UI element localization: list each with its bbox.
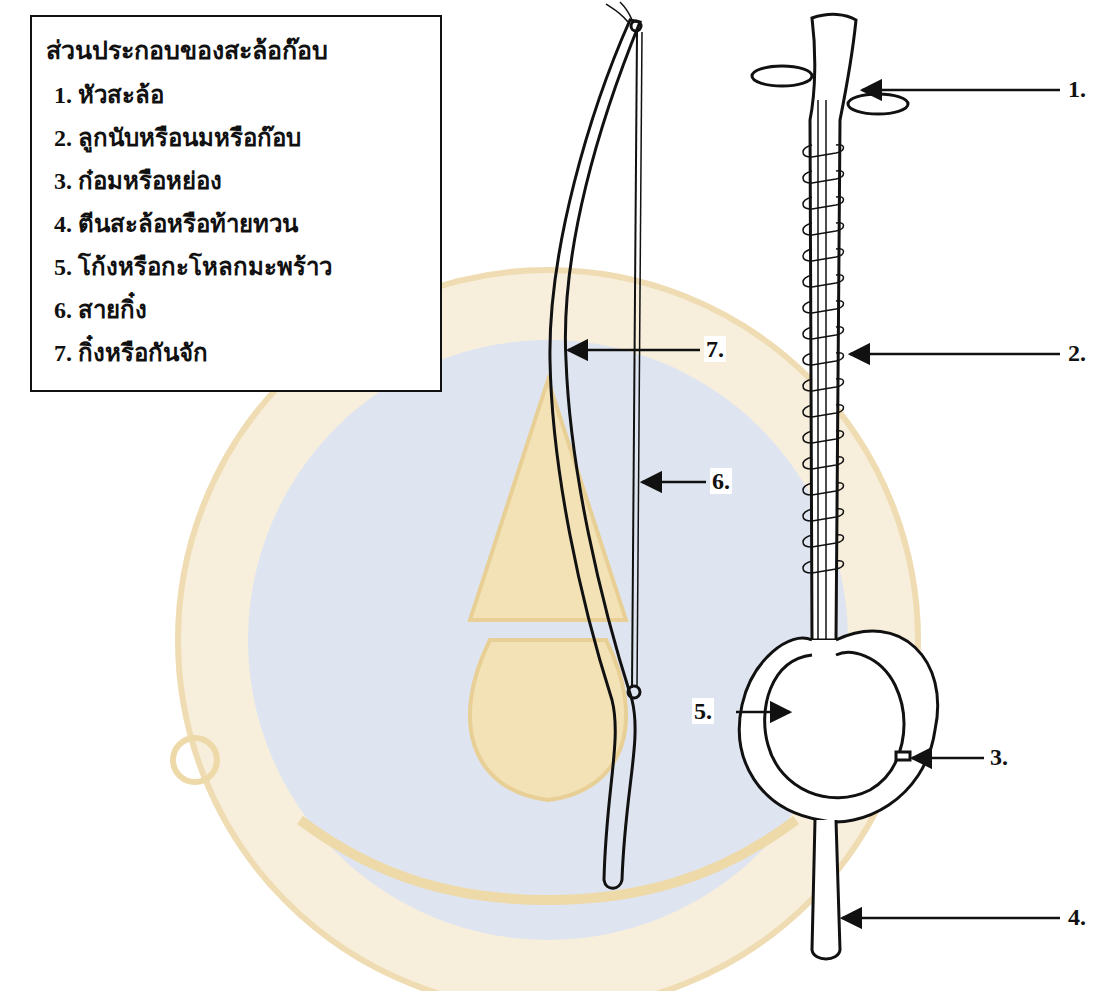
salo-instrument xyxy=(739,14,937,959)
string-loop xyxy=(803,405,844,417)
leader-arrows xyxy=(568,90,1060,918)
string-loop xyxy=(803,483,844,495)
part-name: 6. สายกิ๋ง xyxy=(46,290,422,330)
part-name: 5. โก้งหรือกะโหลกมะพร้าว xyxy=(46,247,422,287)
string-loop xyxy=(803,457,844,469)
string-loop xyxy=(803,223,844,235)
bow xyxy=(550,2,642,888)
string-loop xyxy=(803,301,844,313)
string-loop xyxy=(803,431,844,443)
string-loop xyxy=(803,275,844,287)
string-loop xyxy=(803,353,844,365)
string-loop xyxy=(803,535,844,547)
part-name: 1. หัวสะล้อ xyxy=(46,75,422,115)
string-loop xyxy=(803,249,844,261)
string-loop xyxy=(803,327,844,339)
legend-box: ส่วนประกอบของสะล้อก๊อบ1. หัวสะล้อ2. ลูกน… xyxy=(30,15,442,392)
callout-number: 3. xyxy=(988,744,1010,770)
string-loop xyxy=(803,561,844,573)
string-loop xyxy=(803,171,844,183)
callout-number: 5. xyxy=(692,698,714,724)
callout-number: 7. xyxy=(704,336,726,362)
string-loop xyxy=(803,145,844,157)
part-name: 4. ตีนสะล้อหรือท้ายทวน xyxy=(46,204,422,244)
string-loop xyxy=(803,197,844,209)
string-loop xyxy=(803,379,844,391)
callout-number: 4. xyxy=(1066,904,1088,930)
part-name: 3. ก๋อมหรือหย่อง xyxy=(46,161,422,201)
part-name: 7. กิ๋งหรือกันจัก xyxy=(46,333,422,373)
callout-number: 1. xyxy=(1066,76,1088,102)
callout-number: 6. xyxy=(710,468,732,494)
callout-number: 2. xyxy=(1066,340,1088,366)
string-loop xyxy=(803,509,844,521)
legend-title: ส่วนประกอบของสะล้อก๊อบ xyxy=(46,31,422,71)
part-name: 2. ลูกนับหรือนมหรือก๊อบ xyxy=(46,118,422,158)
